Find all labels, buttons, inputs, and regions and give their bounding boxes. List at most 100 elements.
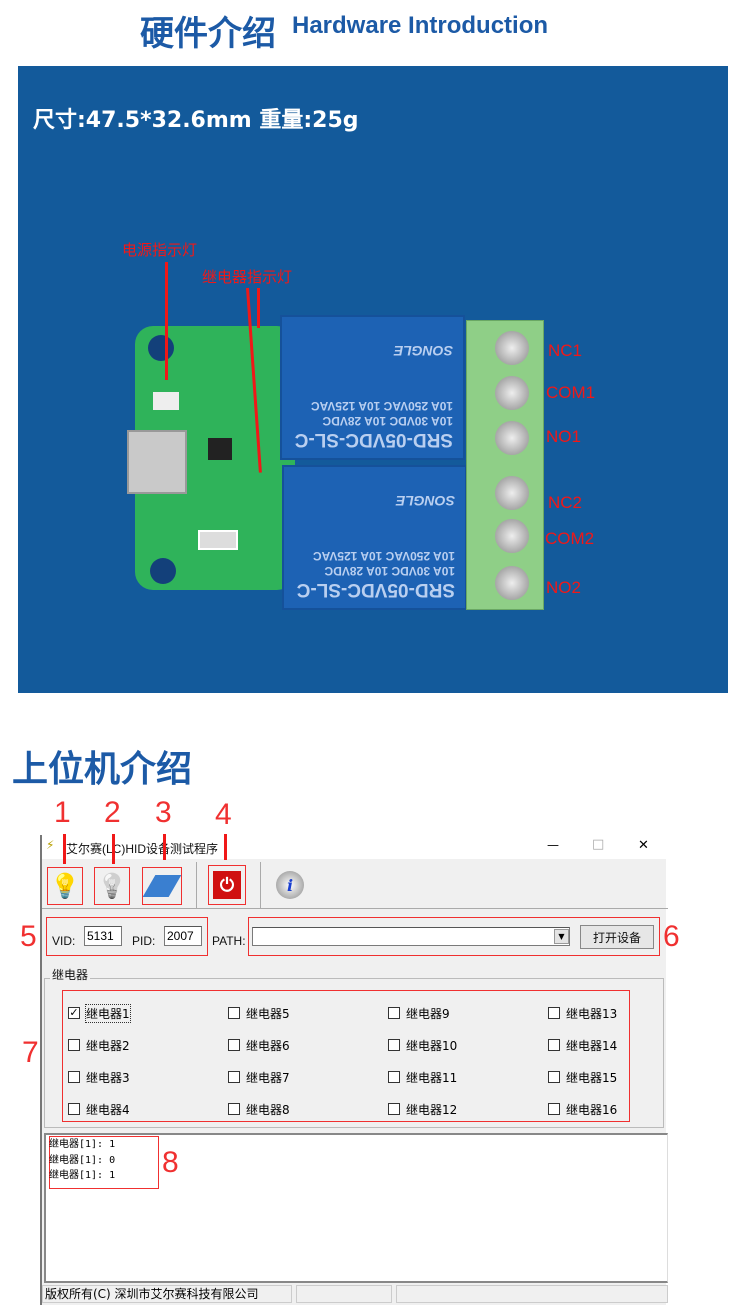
pin-nc2: NC2 xyxy=(548,493,583,512)
checkbox[interactable] xyxy=(68,1039,80,1051)
pin-no1: NO1 xyxy=(546,427,581,446)
annotation-1: 1 xyxy=(54,796,71,829)
open-device-button[interactable]: 打开设备 xyxy=(580,925,654,949)
checkbox[interactable] xyxy=(228,1039,240,1051)
relay-checkbox-1[interactable]: ✓ 继电器1 xyxy=(68,997,228,1029)
relay-rating: 10A 250VAC 10A 125VAC xyxy=(312,549,455,563)
all-on-button[interactable]: 💡 xyxy=(47,867,83,905)
title-en: Hardware Introduction xyxy=(292,12,549,39)
relay-rating: 10A 250VAC 10A 125VAC xyxy=(310,399,453,413)
pid-input[interactable] xyxy=(164,926,202,946)
relay-led-label: 继电器指示灯 xyxy=(202,268,293,286)
vid-input[interactable] xyxy=(84,926,122,946)
log-line: 继电器[1]: 1 xyxy=(49,1170,116,1181)
checkbox-label: 继电器8 xyxy=(246,1102,290,1117)
relay-checkbox-13[interactable]: 继电器4 xyxy=(68,1093,228,1125)
relay-checkbox-7[interactable]: 继电器10 xyxy=(388,1029,548,1061)
checkbox[interactable] xyxy=(548,1039,560,1051)
pid-label: PID: xyxy=(132,934,156,948)
micro-usb-port xyxy=(127,430,187,494)
lightbulb-on-icon: 💡 xyxy=(50,872,80,900)
relay-checkbox-10[interactable]: 继电器7 xyxy=(228,1061,388,1093)
software-heading: 上位机介绍 xyxy=(12,749,193,790)
relay-checkbox-16[interactable]: 继电器16 xyxy=(548,1093,628,1125)
annotation-7: 7 xyxy=(22,1036,39,1069)
status-pane xyxy=(296,1285,392,1303)
arrow-1 xyxy=(63,834,66,864)
arrow-power-led xyxy=(165,262,168,380)
close-button[interactable]: ✕ xyxy=(638,838,649,853)
checkbox-label: 继电器1 xyxy=(85,1003,131,1023)
checkbox[interactable] xyxy=(68,1103,80,1115)
relay-checkbox-15[interactable]: 继电器12 xyxy=(388,1093,548,1125)
relay-checkbox-5[interactable]: 继电器2 xyxy=(68,1029,228,1061)
mount-hole xyxy=(150,558,176,584)
relay-groupbox xyxy=(44,978,664,1128)
relay-checkbox-8[interactable]: 继电器14 xyxy=(548,1029,628,1061)
app-icon: ⚡ xyxy=(46,838,55,852)
minimize-button[interactable]: — xyxy=(547,838,559,852)
app-window: ⚡ 艾尔赛(LC)HID设备测试程序 — □ ✕ 💡 💡 ⏻ i VID: PI… xyxy=(40,835,668,1305)
checkbox[interactable] xyxy=(388,1071,400,1083)
pin-nc1: NC1 xyxy=(548,341,583,360)
all-off-button[interactable]: 💡 xyxy=(94,867,130,905)
power-button[interactable]: ⏻ xyxy=(208,865,246,905)
relay-checkbox-6[interactable]: 继电器6 xyxy=(228,1029,388,1061)
window-title: 艾尔赛(LC)HID设备测试程序 xyxy=(66,842,218,856)
checkbox-label: 继电器4 xyxy=(86,1102,130,1117)
annotation-6: 6 xyxy=(663,920,680,953)
checkbox-label: 继电器13 xyxy=(566,1006,618,1021)
vid-pid-group xyxy=(46,917,208,956)
log-output[interactable]: 继电器[1]: 1 继电器[1]: 0 继电器[1]: 1 xyxy=(44,1133,668,1283)
relay-checkbox-14[interactable]: 继电器8 xyxy=(228,1093,388,1125)
title-bar: ⚡ 艾尔赛(LC)HID设备测试程序 — □ ✕ xyxy=(42,835,668,859)
checkbox[interactable] xyxy=(388,1103,400,1115)
relay-checkbox-4[interactable]: 继电器13 xyxy=(548,997,628,1029)
relay-2: SRD-05VDC-SL-C 10A 30VDC 10A 28VDC 10A 2… xyxy=(282,465,467,610)
checkbox-label: 继电器11 xyxy=(406,1070,458,1085)
ic-chip xyxy=(208,438,232,460)
terminal-block xyxy=(466,320,544,610)
chevron-down-icon[interactable]: ▼ xyxy=(554,929,569,944)
power-led-label: 电源指示灯 xyxy=(122,241,198,259)
checkbox-label: 继电器3 xyxy=(86,1070,130,1085)
checkbox[interactable]: ✓ xyxy=(68,1006,80,1019)
checkbox-label: 继电器9 xyxy=(406,1006,450,1021)
arrow-4 xyxy=(224,834,227,860)
about-button[interactable]: i xyxy=(272,866,308,904)
checkbox[interactable] xyxy=(548,1071,560,1083)
checkbox[interactable] xyxy=(228,1007,240,1019)
relay-checkbox-12[interactable]: 继电器15 xyxy=(548,1061,628,1093)
relay-checkbox-9[interactable]: 继电器3 xyxy=(68,1061,228,1093)
divider xyxy=(196,862,197,908)
maximize-button[interactable]: □ xyxy=(592,837,605,852)
checkbox[interactable] xyxy=(548,1103,560,1115)
checkbox-label: 继电器15 xyxy=(566,1070,618,1085)
checkbox[interactable] xyxy=(228,1103,240,1115)
pin-no2: NO2 xyxy=(546,578,581,597)
log-line: 继电器[1]: 0 xyxy=(49,1154,116,1166)
screw xyxy=(495,566,529,600)
relay-model: SRD-05VDC-SL-C xyxy=(296,579,455,600)
relay-checkbox-3[interactable]: 继电器9 xyxy=(388,997,548,1029)
checkbox-label: 继电器16 xyxy=(566,1102,618,1117)
power-icon: ⏻ xyxy=(213,871,241,899)
checkbox-label: 继电器2 xyxy=(86,1038,130,1053)
checkbox[interactable] xyxy=(388,1039,400,1051)
checkbox-label: 继电器12 xyxy=(406,1102,458,1117)
screw xyxy=(495,519,529,553)
relay-group-title: 继电器 xyxy=(50,966,91,983)
flash-button[interactable] xyxy=(142,867,182,905)
toolbar: 💡 💡 ⏻ i xyxy=(42,862,668,909)
path-select[interactable] xyxy=(252,927,570,946)
arrow-2 xyxy=(112,834,115,864)
checkbox-label: 继电器14 xyxy=(566,1038,618,1053)
checkbox-label: 继电器6 xyxy=(246,1038,290,1053)
checkbox[interactable] xyxy=(388,1007,400,1019)
relay-checkbox-2[interactable]: 继电器5 xyxy=(228,997,388,1029)
checkbox[interactable] xyxy=(68,1071,80,1083)
checkbox[interactable] xyxy=(548,1007,560,1019)
annotation-2: 2 xyxy=(104,796,121,829)
relay-checkbox-11[interactable]: 继电器11 xyxy=(388,1061,548,1093)
checkbox[interactable] xyxy=(228,1071,240,1083)
